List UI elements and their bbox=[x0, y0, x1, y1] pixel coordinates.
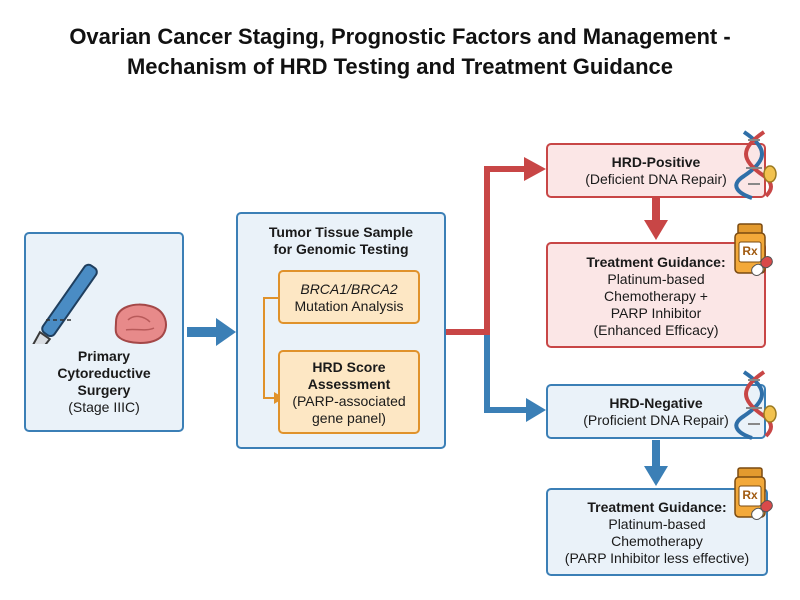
hrd-score-title-1: HRD Score bbox=[312, 359, 386, 375]
capsule-icon bbox=[751, 500, 773, 520]
pill-bottle-icon: Rx bbox=[730, 222, 778, 280]
arrow-to-hrd-negative bbox=[484, 335, 546, 422]
surgery-heading-3: Surgery bbox=[77, 382, 131, 398]
negative-treatment-title: Treatment Guidance: bbox=[587, 499, 727, 515]
hrd-negative-title: HRD-Negative bbox=[609, 395, 703, 411]
scalpel-icon bbox=[26, 263, 98, 344]
positive-treatment-line-3: PARP Inhibitor bbox=[610, 305, 702, 321]
hrd-score-box: HRD Score Assessment (PARP-associated ge… bbox=[278, 350, 420, 434]
positive-treatment-line-4: (Enhanced Efficacy) bbox=[593, 322, 719, 338]
rx-label: Rx bbox=[742, 488, 758, 502]
pill-bottle-icon: Rx bbox=[730, 466, 778, 524]
negative-treatment-box: Treatment Guidance: Platinum-based Chemo… bbox=[546, 488, 768, 576]
dna-icon bbox=[734, 370, 777, 440]
brca-text: Mutation Analysis bbox=[294, 298, 404, 314]
tissue-heading-1: Tumor Tissue Sample bbox=[268, 224, 414, 240]
negative-treatment-line-1: Platinum-based bbox=[608, 516, 706, 532]
hrd-score-text-1: (PARP-associated bbox=[292, 393, 406, 409]
surgery-heading-2: Cytoreductive bbox=[57, 365, 151, 381]
tissue-sample-box: Tumor Tissue Sample for Genomic Testing … bbox=[236, 212, 446, 449]
negative-treatment-line-2: Chemotherapy bbox=[611, 533, 703, 549]
hrd-score-title-2: Assessment bbox=[307, 376, 391, 392]
hrd-positive-text: (Deficient DNA Repair) bbox=[585, 171, 727, 187]
hrd-positive-title: HRD-Positive bbox=[611, 154, 701, 170]
surgery-stage: (Stage IIIC) bbox=[68, 399, 140, 415]
page-title: Ovarian Cancer Staging, Prognostic Facto… bbox=[0, 22, 800, 82]
surgery-heading-1: Primary bbox=[77, 348, 131, 364]
arrow-to-hrd-positive bbox=[446, 157, 546, 335]
arrow-positive-to-treatment bbox=[644, 198, 668, 240]
title-line-2: Mechanism of HRD Testing and Treatment G… bbox=[126, 54, 673, 79]
brca-analysis-box: BRCA1/BRCA2 Mutation Analysis bbox=[278, 270, 420, 324]
hrd-positive-box: HRD-Positive (Deficient DNA Repair) bbox=[546, 143, 766, 198]
tissue-heading-2: for Genomic Testing bbox=[273, 241, 409, 257]
surgery-box: Primary Cytoreductive Surgery (Stage III… bbox=[24, 232, 184, 432]
positive-treatment-line-1: Platinum-based bbox=[607, 271, 705, 287]
brca-title: BRCA1/BRCA2 bbox=[300, 281, 398, 297]
hrd-negative-text: (Proficient DNA Repair) bbox=[583, 412, 729, 428]
positive-treatment-box: Treatment Guidance: Platinum-based Chemo… bbox=[546, 242, 766, 348]
positive-treatment-line-2: Chemotherapy + bbox=[604, 288, 708, 304]
arrow-negative-to-treatment bbox=[644, 440, 668, 486]
rx-label: Rx bbox=[742, 244, 758, 258]
title-line-1: Ovarian Cancer Staging, Prognostic Facto… bbox=[69, 24, 731, 49]
arrow-surgery-to-tissue bbox=[187, 318, 236, 346]
positive-treatment-title: Treatment Guidance: bbox=[586, 254, 726, 270]
hrd-score-text-2: gene panel) bbox=[312, 410, 386, 426]
hrd-negative-box: HRD-Negative (Proficient DNA Repair) bbox=[546, 384, 766, 439]
dna-icon bbox=[734, 130, 777, 200]
capsule-icon bbox=[751, 256, 773, 276]
negative-treatment-line-3: (PARP Inhibitor less effective) bbox=[564, 550, 750, 566]
tissue-icon bbox=[114, 303, 167, 344]
